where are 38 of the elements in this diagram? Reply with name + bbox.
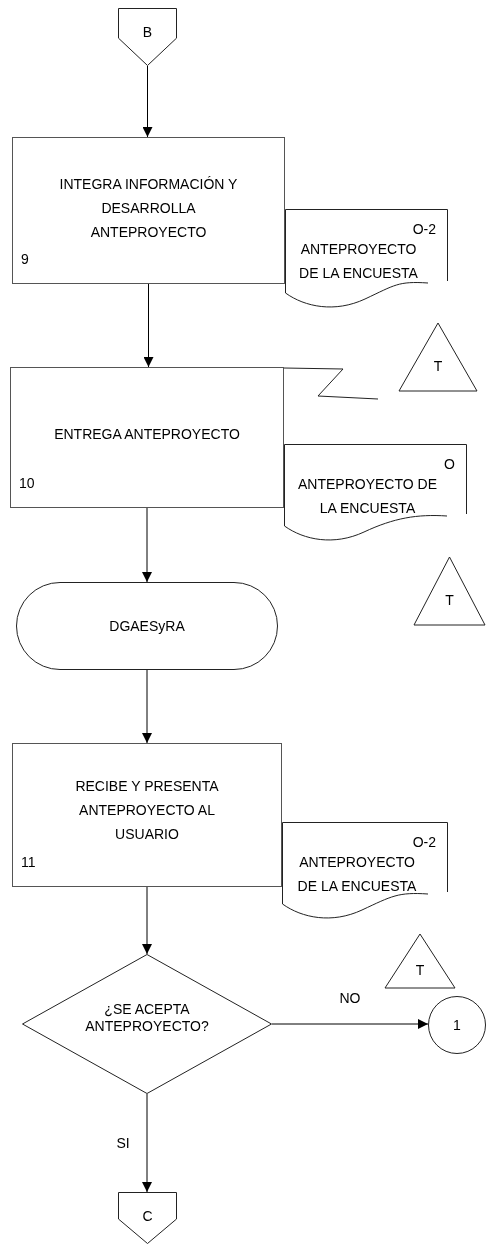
process-box (12, 743, 282, 887)
process-box (10, 367, 284, 508)
triangle-text: T (445, 591, 454, 608)
arrow (142, 65, 153, 138)
process-box (12, 137, 285, 284)
connector-number: 1 (453, 1015, 461, 1035)
connector-letter: C (142, 1208, 153, 1224)
arrow (142, 669, 152, 744)
process-text: ENTREGA ANTEPROYECTO (54, 426, 240, 442)
process-text: INTEGRA INFORMACIÓN Y DESARROLLA ANTEPROYECTO (59, 176, 238, 240)
step-number: 11 (21, 854, 36, 870)
triangle-shape (384, 933, 456, 989)
triangle-text: T (433, 357, 443, 374)
process-text: RECIBE Y PRESENTA ANTEPROYECTO AL USUARIO (75, 778, 219, 842)
decision-diamond (22, 954, 272, 1094)
edge-label: NO (337, 991, 363, 1005)
document-code: O-2 (412, 834, 436, 850)
triangle-shape (413, 556, 486, 626)
arrow (142, 507, 152, 583)
terminal-text: DGAESyRA (109, 616, 185, 636)
step-number: 10 (19, 475, 35, 491)
arrow (271, 1019, 429, 1029)
edge-label: SI (114, 1136, 132, 1150)
arrow (142, 1093, 152, 1193)
connector-letter: B (142, 24, 153, 40)
decision-text: ¿SE ACEPTA ANTEPROYECTO? (84, 1001, 210, 1035)
arrow (142, 886, 152, 955)
arrow (143, 283, 154, 368)
offpage-connector (118, 8, 177, 66)
document-text: ANTEPROYECTO DE LA ENCUESTA (297, 854, 417, 894)
document-text: ANTEPROYECTO DE LA ENCUESTA (298, 476, 437, 516)
offpage-connector (118, 1192, 177, 1244)
triangle-text: T (415, 962, 425, 979)
step-number: 9 (21, 251, 29, 267)
document-code: O (444, 456, 455, 472)
document-text: ANTEPROYECTO DE LA ENCUESTA (299, 241, 418, 281)
triangle-shape (398, 322, 478, 392)
document-code: O-2 (412, 221, 436, 237)
